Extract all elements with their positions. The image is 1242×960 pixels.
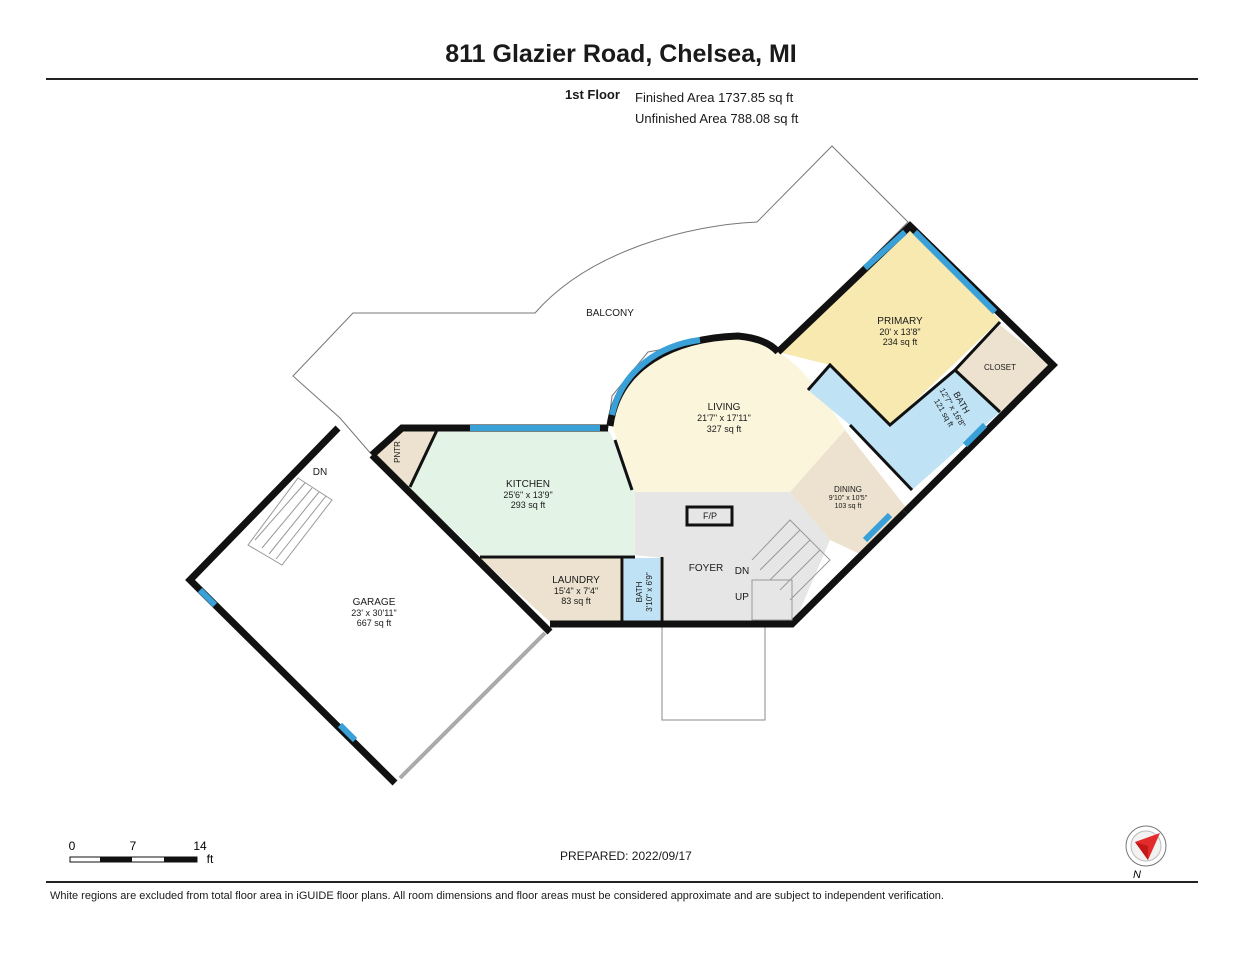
balcony-outline	[292, 145, 909, 456]
pantry-label: PNTR	[393, 441, 402, 463]
garage-dims: 23' x 30'11"	[351, 608, 397, 618]
scale-tick-0: 0	[69, 839, 76, 853]
small-bath-fill	[624, 558, 660, 622]
foyer-fill	[635, 492, 830, 622]
header-rule	[46, 78, 1198, 80]
garage-name: GARAGE	[353, 597, 396, 608]
living-area: 327 sq ft	[707, 424, 742, 434]
floor-label: 1st Floor	[565, 87, 620, 102]
small-bath-dims: 3'10" x 6'9"	[645, 572, 654, 612]
laundry-dims: 15'4" x 7'4"	[554, 586, 598, 596]
garage-east-wall	[369, 452, 553, 635]
garage-area: 667 sq ft	[357, 618, 392, 628]
scale-tick-14: 14	[193, 839, 207, 853]
primary-window-east	[912, 229, 998, 315]
primary-fill	[778, 226, 1000, 425]
dining-name: DINING	[834, 485, 862, 494]
garage-window-west	[197, 587, 218, 608]
garage-wall	[185, 425, 398, 786]
balcony-label: BALCONY	[586, 308, 634, 319]
unfinished-area: Unfinished Area 788.08 sq ft	[635, 111, 799, 126]
garage-window-south	[337, 722, 358, 743]
compass-north-label: N	[1133, 869, 1141, 881]
living-window	[609, 337, 701, 416]
small-bath-name: BATH	[635, 581, 644, 602]
area-summary: Finished Area 1737.85 sq ft Unfinished A…	[635, 87, 798, 129]
kitchen-area: 293 sq ft	[511, 500, 546, 510]
primary-window-north	[862, 229, 908, 271]
scale-bar: 0 7 14 ft	[69, 839, 214, 866]
kitchen-name: KITCHEN	[506, 479, 550, 490]
dining-window	[862, 512, 893, 543]
south-wall	[550, 509, 908, 628]
living-dims: 21'7" x 17'11"	[697, 413, 751, 423]
closet-label: CLOSET	[984, 363, 1016, 372]
primary-area: 234 sq ft	[883, 337, 918, 347]
garage-door	[398, 631, 547, 780]
page-title: 811 Glazier Road, Chelsea, MI	[445, 40, 797, 68]
foyer-down-label: DN	[735, 566, 749, 577]
garage-down-label: DN	[313, 467, 327, 478]
primary-dims: 20' x 13'8"	[879, 327, 920, 337]
dining-area: 103 sq ft	[835, 503, 862, 510]
laundry-area: 83 sq ft	[561, 596, 591, 606]
pantry-wall	[408, 427, 440, 488]
disclaimer: White regions are excluded from total fl…	[50, 890, 944, 902]
fireplace	[685, 505, 734, 527]
front-entry-outline	[661, 624, 766, 721]
primary-name: PRIMARY	[877, 316, 923, 327]
closet-wall	[953, 368, 1002, 414]
foyer-up-label: UP	[735, 592, 749, 603]
garage-stairs	[247, 477, 333, 566]
dining-dims: 9'10" x 10'5"	[829, 495, 868, 502]
upper-bath-fill	[808, 365, 1000, 490]
bath-window	[962, 422, 988, 448]
laundry-fill	[480, 558, 622, 622]
compass-icon: N	[1125, 825, 1167, 881]
living-fill	[612, 336, 845, 492]
finished-area: Finished Area 1737.85 sq ft	[635, 90, 794, 105]
foyer-label: FOYER	[689, 563, 723, 574]
garage-fill	[190, 427, 550, 783]
footer-rule	[46, 881, 1198, 883]
kitchen-dims: 25'6" x 13'9"	[503, 490, 552, 500]
kitchen-fill	[405, 428, 635, 555]
bath-inner-wall	[848, 423, 914, 492]
scale-unit: ft	[207, 852, 214, 866]
laundry-name: LAUNDRY	[552, 575, 600, 586]
interior-walls	[408, 320, 1002, 624]
windows	[197, 229, 998, 743]
foyer-stairs	[751, 519, 831, 621]
living-name: LIVING	[708, 402, 741, 413]
prepared-date: PREPARED: 2022/09/17	[560, 849, 692, 863]
fireplace-label: F/P	[703, 511, 717, 521]
scale-tick-7: 7	[130, 839, 137, 853]
kitchen-living-partition	[613, 439, 634, 491]
primary-south-wall	[806, 320, 1002, 428]
